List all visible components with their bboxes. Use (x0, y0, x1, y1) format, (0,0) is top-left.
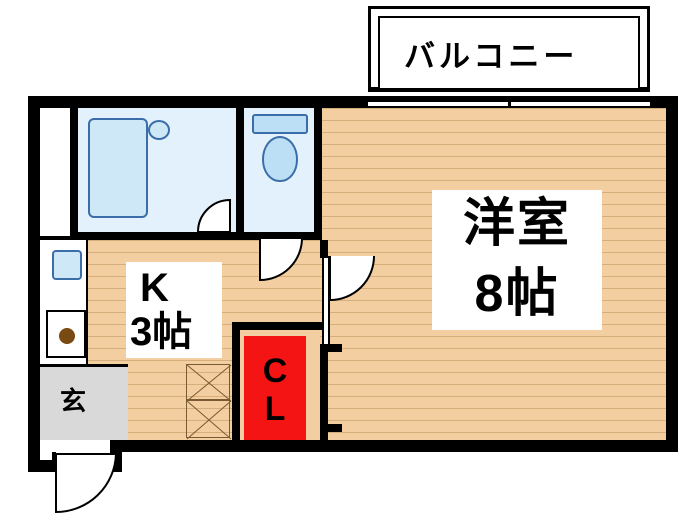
wall-bath-bottom (70, 232, 236, 240)
wall-partition-lower (320, 352, 328, 440)
window-mullion (508, 100, 511, 108)
entrance-step-line (40, 364, 128, 367)
kitchen-label-line2: 3帖 (130, 310, 193, 354)
closet-label-line1: C (262, 352, 288, 390)
entrance-label: 玄 (60, 386, 87, 416)
bathtub (88, 118, 148, 218)
closet-wall-top (232, 322, 322, 330)
closet-wall-left (232, 322, 240, 440)
kitchen-label-plate (126, 262, 222, 358)
western-room-label-line2: 8帖 (474, 265, 560, 323)
closet-accent-block (244, 336, 306, 440)
wall-toilet-bottom (244, 232, 322, 240)
bathroom-door[interactable] (196, 198, 231, 233)
entrance-door[interactable] (55, 452, 118, 514)
wall-kitchen-top (40, 236, 88, 240)
toilet-tank (252, 114, 308, 134)
exterior-wall-right (666, 96, 678, 452)
exterior-wall-entrance-bottom (28, 460, 58, 472)
western-room-label-plate (432, 190, 602, 330)
door-jamb-upper (320, 344, 342, 352)
stove-burner (59, 328, 75, 344)
balcony-rail (368, 88, 650, 92)
sink-basin (52, 250, 82, 280)
entrance-area (40, 364, 128, 440)
toilet-bowl (262, 136, 298, 182)
storage-square-lower (186, 400, 232, 440)
wall-partition-upper (320, 240, 328, 258)
western-room-label-line1: 洋室 (462, 195, 571, 253)
exterior-wall-bottom (110, 440, 678, 452)
bathtub-drain (148, 120, 170, 140)
room-door-swing[interactable] (328, 255, 375, 302)
exterior-wall-entrance-left (28, 360, 40, 472)
wall-toilet-right (314, 108, 322, 240)
storage-square-upper (186, 364, 232, 402)
door-jamb-lower (320, 424, 342, 432)
wall-bath-left (70, 108, 78, 240)
toilet-door[interactable] (258, 237, 304, 282)
entrance-threshold (52, 452, 56, 472)
wall-bath-right (236, 108, 244, 240)
balcony-rail-gap (368, 92, 650, 96)
balcony-inner-outline (378, 16, 640, 90)
closet-label-line2: L (264, 390, 286, 428)
exterior-wall-left (28, 96, 40, 360)
balcony-label: バルコニー (404, 39, 579, 74)
kitchen-label-line1: K (140, 266, 169, 310)
